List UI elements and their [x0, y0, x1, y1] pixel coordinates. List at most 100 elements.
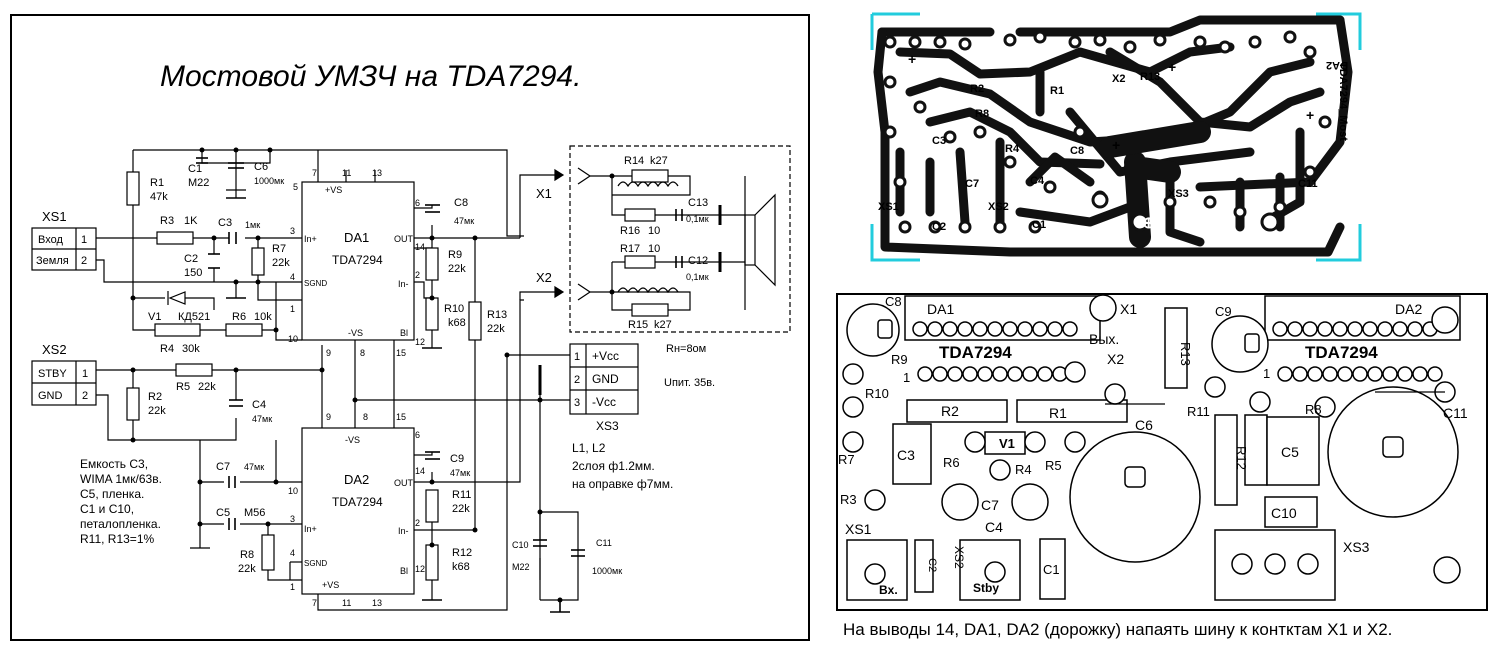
pin-number: 3 [290, 226, 295, 236]
c7-ref: C7 [216, 461, 230, 473]
da2-in-neg: In- [398, 526, 409, 536]
r4-val: 30k [182, 343, 200, 355]
r6-val: 10k [254, 311, 272, 323]
xs3-pin2-label: GND [592, 372, 619, 386]
c11-val: 1000мк [592, 566, 622, 576]
da1-ref: DA1 [344, 230, 369, 245]
note-line-5: петалопленка. [80, 517, 161, 531]
pcb-label-board: TDA7294_Most [1337, 62, 1349, 141]
da2-vs-pos: +VS [322, 580, 339, 590]
c6-ref: C6 [254, 161, 268, 173]
layout-c7: C7 [981, 497, 999, 513]
r8-val: 22k [238, 563, 256, 575]
da1-in-neg: In- [398, 279, 409, 289]
layout-r11: R11 [1187, 404, 1210, 419]
r1-val: 47k [150, 191, 168, 203]
schematic: XS1 Вход 1 Земля 2 XS2 STBY 1 GND 2 1 +V… [31, 145, 791, 613]
c6-val: 1000мк [254, 176, 284, 186]
pin-number: 15 [396, 348, 406, 358]
xs3-pin1-num: 1 [574, 351, 580, 363]
r17-val: 10 [648, 243, 660, 255]
r1-ref: R1 [150, 177, 164, 189]
pin-number: 6 [415, 430, 420, 440]
pin-number: 15 [396, 412, 406, 422]
layout-xs1: XS1 [845, 521, 872, 537]
pcb-minus-symbol: ⊖ [1264, 215, 1277, 232]
layout-r1: R1 [1049, 405, 1067, 421]
pin-number: 14 [415, 466, 425, 476]
pcb-label-r4: R4 [1005, 143, 1020, 155]
pcb-label-c3: C3 [932, 135, 946, 147]
layout-c8: C8 [885, 294, 902, 309]
r5-val: 22k [198, 381, 216, 393]
pin-number: 4 [290, 272, 295, 282]
note-line-3: С5, пленка. [80, 487, 144, 501]
layout-x1: X1 [1120, 301, 1137, 317]
r10-val: k68 [448, 317, 466, 329]
pin-number: 12 [415, 337, 425, 347]
note-line-1: Емкость С3, [80, 457, 148, 471]
layout-v1: V1 [999, 436, 1015, 451]
pin-number: 9 [326, 348, 331, 358]
xs1-pin2-label: Земля [36, 255, 69, 267]
layout-vyh: Вых. [1089, 331, 1119, 347]
pin-number: 10 [288, 334, 298, 344]
layout-r9: R9 [891, 352, 908, 367]
pin-number: 8 [363, 412, 368, 422]
c13-ref: C13 [688, 197, 708, 209]
layout-r12: R12 [1234, 446, 1249, 470]
pin-number: 14 [415, 242, 425, 252]
coil-note-1: L1, L2 [572, 441, 606, 455]
layout-c9: C9 [1215, 304, 1232, 319]
layout-da1: DA1 [927, 301, 954, 317]
r12-ref: R12 [452, 547, 472, 559]
da2-part: TDA7294 [332, 495, 383, 509]
r17-ref: R17 [620, 243, 640, 255]
da1-part: TDA7294 [332, 253, 383, 267]
xs1-name: XS1 [42, 209, 67, 224]
v1-val: КД521 [178, 311, 210, 323]
bottom-caption: На выводы 14, DA1, DA2 (дорожку) напаять… [843, 620, 1393, 639]
xs2-pin2-num: 2 [82, 390, 88, 402]
pin-number: 4 [290, 548, 295, 558]
da1-vs-neg: -VS [348, 328, 363, 338]
layout-stby: Stby [973, 581, 999, 595]
pin-number: 13 [372, 598, 382, 608]
c12-val: 0,1мк [686, 272, 709, 282]
xs3-pin3-num: 3 [574, 397, 580, 409]
da2-ref: DA2 [344, 472, 369, 487]
pin-number: 9 [326, 412, 331, 422]
pcb-layout: DA1 DA2 TDA7294 TDA7294 X1 Вых. X2 1 1 C… [836, 293, 1488, 611]
xs2-pin1-num: 1 [82, 368, 88, 380]
pcb-label-xs2: XS2 [988, 201, 1009, 213]
r14-val: k27 [650, 155, 668, 167]
c8-ref: C8 [454, 197, 468, 209]
layout-r5: R5 [1045, 458, 1062, 473]
layout-r13: R13 [1178, 342, 1193, 366]
pin-number: 2 [415, 270, 420, 280]
c3-val: 1мк [245, 220, 260, 230]
da1-vs-pos: +VS [325, 185, 342, 195]
layout-c2: C2 [926, 558, 938, 572]
pcb-label-c8: C8 [1070, 145, 1084, 157]
pin-number: 3 [290, 514, 295, 524]
page-title: Мостовой УМЗЧ на TDA7294. [160, 60, 582, 93]
c4-val: 47мк [252, 414, 272, 424]
layout-r2: R2 [941, 403, 959, 419]
layout-xs2: XS2 [952, 546, 966, 569]
r11-ref: R11 [452, 489, 471, 501]
c5-val: M56 [244, 507, 265, 519]
r16-val: 10 [648, 225, 660, 237]
r2-val: 22k [148, 405, 166, 417]
pcb-label-xs3: XS3 [1168, 188, 1189, 200]
layout-r10: R10 [865, 386, 889, 401]
x2-label: X2 [536, 270, 552, 285]
pcb-label-r13: R13 [1140, 71, 1160, 83]
xs1-pin2-num: 2 [81, 255, 87, 267]
pcb-label-c4: C4 [1030, 175, 1045, 187]
pin-number: 6 [415, 198, 420, 208]
c1-ref: C1 [188, 163, 202, 175]
da2-in-pos: In+ [304, 524, 317, 534]
pcb-label-r2: R2 [970, 83, 984, 95]
c2-val: 150 [184, 267, 202, 279]
